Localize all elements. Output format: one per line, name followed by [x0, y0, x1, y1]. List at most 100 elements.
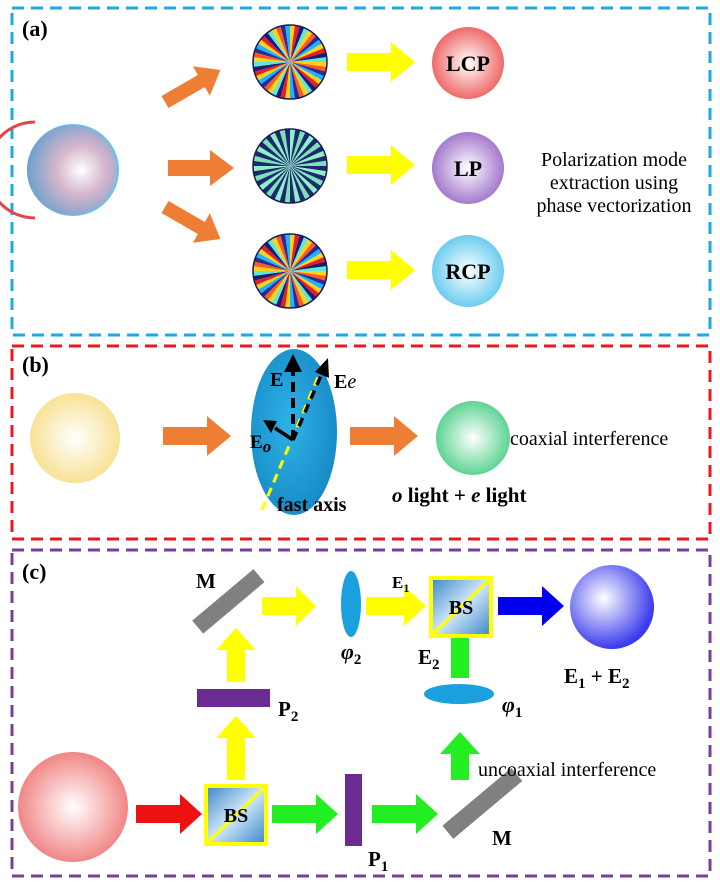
vortex-segment — [285, 62, 290, 99]
vortex-segment — [275, 26, 290, 62]
arrow-a-up — [161, 66, 221, 109]
vortex-segment — [255, 62, 290, 81]
vortex-segment — [280, 62, 290, 99]
vortex-segment — [267, 62, 290, 95]
vortex-segment — [290, 62, 326, 77]
phi1-label: φ — [502, 692, 515, 717]
sum-o: o — [392, 483, 403, 507]
vortex-segment — [290, 29, 313, 62]
vortex-segment — [271, 236, 290, 271]
vortex-segment — [284, 166, 290, 203]
vortex-segment — [290, 252, 325, 271]
vortex-rim — [252, 128, 328, 204]
arrow-a-lcp — [347, 42, 415, 82]
vortex-segment — [290, 129, 296, 166]
arrow-c-blue — [498, 586, 564, 626]
sum-mid: light + — [403, 483, 472, 507]
vortex-segment — [254, 256, 290, 271]
arrow-c-yellow-3 — [262, 586, 316, 626]
vortex-segment — [290, 166, 315, 198]
vortex-segment — [253, 166, 290, 177]
vortex-segment — [290, 155, 327, 166]
vortex-segment — [265, 134, 290, 166]
vortex-rim — [252, 24, 328, 100]
vortex-plate-lcp — [252, 24, 328, 100]
vortex-segment — [267, 271, 290, 304]
vortex-segment — [256, 146, 290, 166]
eo-sub: o — [263, 437, 272, 456]
vortex-segment — [279, 166, 290, 203]
result-sphere — [570, 565, 654, 649]
svg-text:Eo: Eo — [250, 432, 271, 456]
vortex-segment — [270, 166, 290, 200]
rcp-label: RCP — [445, 259, 490, 284]
vortex-segment — [290, 271, 323, 294]
lcp-sphere — [432, 27, 504, 99]
vortex-segment — [257, 271, 290, 294]
vortex-segment — [260, 244, 290, 271]
vortex-segment — [290, 52, 327, 62]
vortex-segment — [254, 166, 290, 182]
vortex-segment — [290, 160, 327, 166]
mirror-top-label: M — [196, 569, 216, 593]
vortex-segment — [275, 62, 290, 98]
vortex-segment — [290, 62, 295, 99]
vortex-segment — [290, 57, 327, 62]
vortex-segment — [253, 52, 290, 62]
vortex-segment — [290, 146, 324, 166]
vortex-segment — [290, 39, 323, 62]
vortex-segment — [290, 241, 317, 271]
lp-label: LP — [454, 156, 482, 181]
note-a-line3: phase vectorization — [537, 195, 692, 217]
e-vector-head — [284, 354, 302, 372]
vortex-segment — [255, 252, 290, 271]
vortex-segment — [254, 62, 290, 77]
vortex-segment — [290, 166, 301, 203]
vortex-segment — [262, 166, 290, 194]
vortex-segment — [290, 27, 309, 62]
vortex-segment — [290, 256, 326, 271]
arrow-a-lp — [347, 145, 415, 185]
vortex-segment — [290, 166, 324, 186]
panel-b: (b) E Ee Eo fast axis o light + e light … — [10, 344, 712, 541]
svg-text:φ1: φ1 — [502, 692, 522, 721]
vortex-segment — [253, 155, 290, 166]
arrow-a-down — [161, 200, 221, 243]
vortex-plate-rcp — [252, 233, 328, 309]
vortex-rim — [252, 233, 328, 309]
vortex-segment — [290, 25, 300, 62]
vortex-segment — [257, 248, 290, 271]
p1-label: P — [368, 847, 381, 871]
vortex-segment — [290, 62, 320, 89]
input-beam-b — [30, 393, 120, 483]
vortex-segment — [253, 261, 290, 271]
vortex-segment — [290, 238, 313, 271]
vortex-segment — [254, 150, 290, 166]
vortex-plate-lp — [252, 128, 328, 204]
vortex-segment — [290, 166, 322, 191]
arrow-a-rcp — [347, 250, 415, 290]
vortex-segment — [267, 238, 290, 271]
vortex-segment — [274, 166, 290, 202]
arrow-c-yellow-2 — [216, 628, 256, 682]
vortex-segment — [290, 141, 322, 166]
lp-sphere — [432, 132, 504, 204]
eo-label: E — [250, 432, 263, 453]
vortex-segment — [290, 134, 315, 166]
phase-plate-phi1 — [424, 684, 494, 704]
vortex-segment — [290, 130, 306, 166]
result-e2-sub: 2 — [622, 676, 630, 692]
vortex-segment — [290, 62, 313, 95]
note-a-line2: extraction using — [550, 172, 678, 194]
ee-vector-head — [315, 358, 329, 378]
rcp-sphere — [432, 235, 504, 307]
svg-text:E1 + E2: E1 + E2 — [564, 664, 630, 692]
vortex-segment — [274, 130, 290, 166]
result-plus: + — [586, 664, 608, 688]
ee-sub: e — [347, 371, 356, 393]
vortex-segment — [263, 271, 290, 301]
mirror-bottom — [442, 767, 523, 839]
panel-c-frame — [10, 548, 712, 878]
vortex-segment — [255, 271, 290, 290]
phi2-sub: 2 — [354, 652, 362, 668]
